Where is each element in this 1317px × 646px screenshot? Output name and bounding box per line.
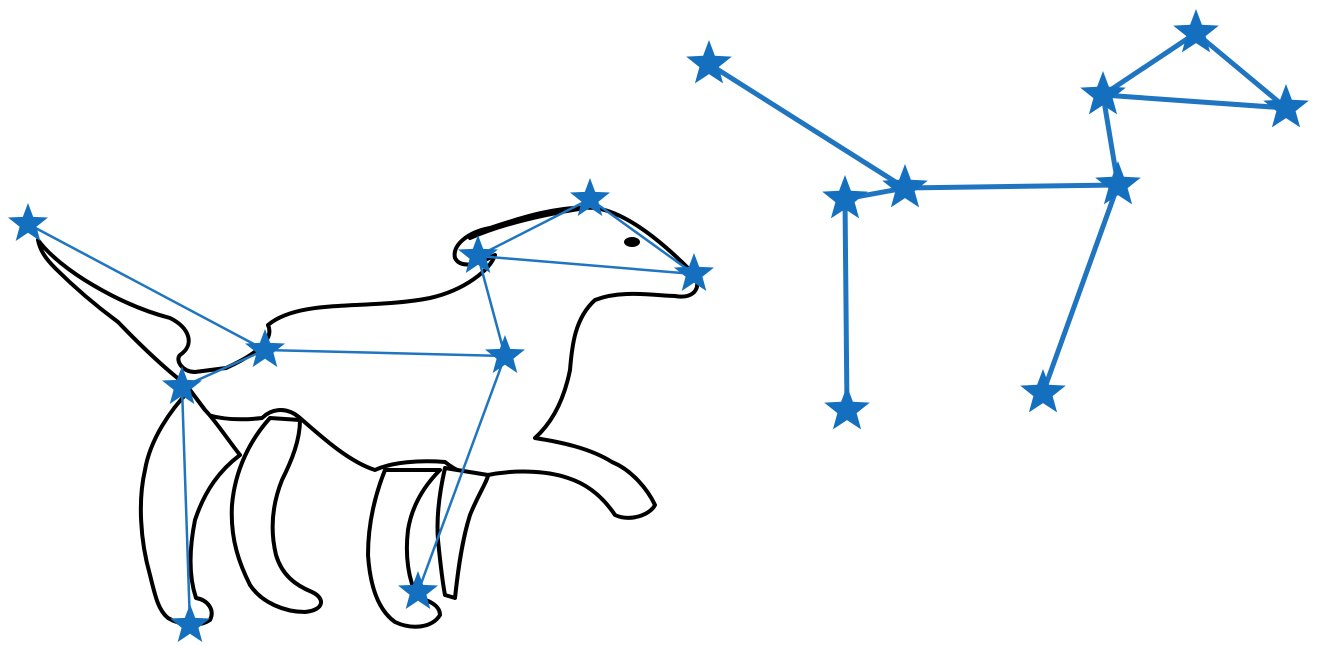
constellation-star-icon-nose bbox=[1263, 84, 1309, 127]
constellation-star-icon-hip bbox=[882, 164, 928, 207]
dog-front-leg-2 bbox=[437, 468, 488, 598]
constellation-link-crown-nose bbox=[1196, 33, 1286, 108]
constellation-link-hip-withers bbox=[905, 185, 1118, 188]
constellation-star-icon-withers bbox=[1095, 161, 1141, 204]
dog-back-leg bbox=[141, 390, 240, 625]
dog-front-leg bbox=[368, 470, 440, 627]
constellation-link-tail-tip-hip bbox=[709, 64, 905, 188]
constellation-stars bbox=[686, 9, 1309, 429]
constellation-link-back-leg-top-back-foot bbox=[845, 199, 847, 410]
dog-back-leg-2 bbox=[232, 418, 321, 612]
dog-eye bbox=[624, 237, 640, 247]
constellation-link-nose-neck bbox=[1103, 95, 1286, 108]
constellation-link-withers-front-foot bbox=[1043, 185, 1118, 393]
constellation-star-icon-front-foot bbox=[1020, 369, 1066, 412]
dog-body-outline bbox=[38, 208, 697, 518]
dog-drawing bbox=[38, 208, 697, 627]
constellation-star-icon-back-foot bbox=[824, 386, 870, 429]
constellation-links bbox=[709, 33, 1286, 410]
overlay-star-icon-tail-tip bbox=[8, 203, 48, 241]
constellation-link-neck-crown bbox=[1103, 33, 1196, 95]
